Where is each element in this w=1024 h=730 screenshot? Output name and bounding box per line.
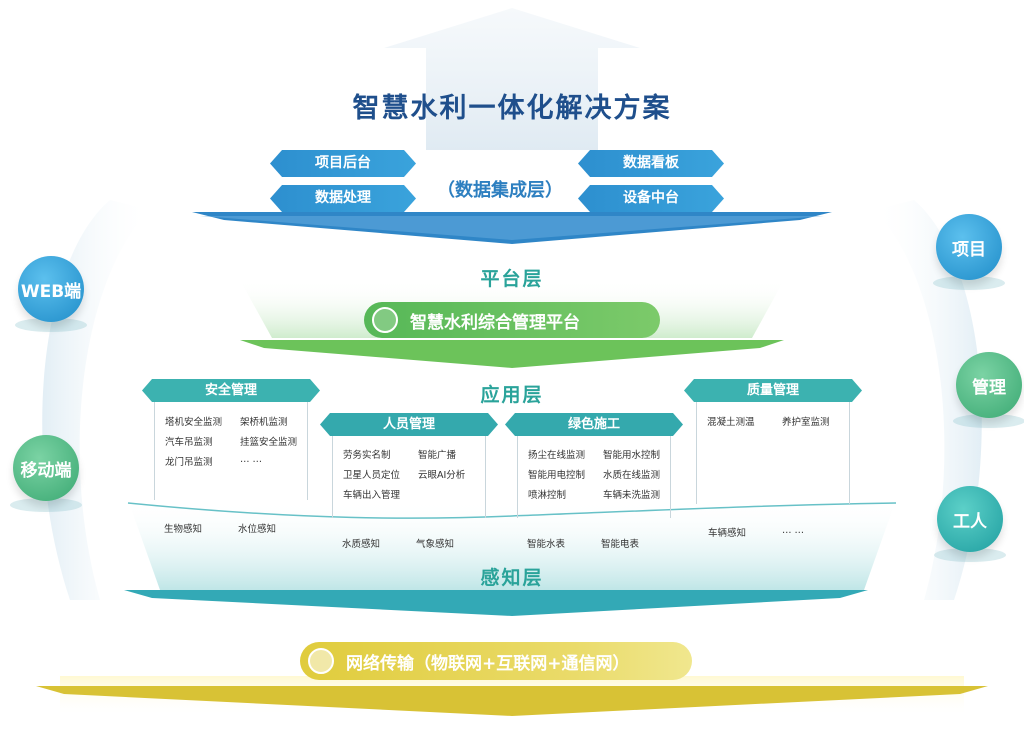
module-personnel-sensing: 水质感知 气象感知	[342, 536, 482, 550]
tag-device-platform: 设备中台	[578, 185, 724, 212]
tag-data-processing: 数据处理	[270, 185, 416, 212]
module-safety-sensing: 生物感知 水位感知	[164, 521, 304, 535]
list-item: 扬尘在线监测	[528, 450, 586, 461]
list-item: 水质在线监测	[603, 470, 661, 481]
module-quality-sensing: 车辆感知 … …	[708, 525, 848, 539]
platform-layer-label: 平台层	[480, 268, 544, 290]
list-item: 劳务实名制	[343, 450, 391, 461]
shadow	[15, 318, 87, 332]
list-item: 喷淋控制	[528, 490, 567, 501]
user-management: 管理	[956, 352, 1022, 418]
list-item: 龙门吊监测	[165, 457, 213, 468]
list-item: 塔机安全监测	[165, 417, 223, 428]
circle-icon	[308, 648, 334, 674]
module-safety-header: 安全管理	[142, 379, 320, 402]
up-arrow-shape	[384, 8, 640, 150]
list-item: 车辆未洗监测	[603, 490, 661, 501]
platform-layer-band	[240, 340, 784, 368]
page-title: 智慧水利一体化解决方案	[352, 93, 672, 124]
module-green: 扬尘在线监测 智能用水控制 智能用电控制 水质在线监测 喷淋控制 车辆未洗监测	[517, 436, 671, 518]
network-pill-label: 网络传输（物联网+互联网+通信网）	[346, 653, 630, 674]
shadow	[10, 498, 82, 512]
list-item: 挂篮安全监测	[240, 437, 298, 448]
list-item: 云眼AI分析	[418, 470, 466, 481]
network-pill: 网络传输（物联网+互联网+通信网）	[300, 642, 692, 680]
data-layer-label: （数据集成层）	[437, 180, 563, 201]
module-personnel-header: 人员管理	[320, 413, 498, 436]
shadow	[933, 276, 1005, 290]
sensing-item: 水位感知	[238, 524, 277, 535]
list-item: 卫星人员定位	[343, 470, 401, 481]
module-green-header: 绿色施工	[505, 413, 683, 436]
module-safety: 塔机安全监测 架桥机监测 汽车吊监测 挂篮安全监测 龙门吊监测 … …	[154, 402, 308, 500]
sensing-item: 车辆感知	[708, 528, 747, 539]
list-item: 智能用电控制	[528, 470, 586, 481]
module-quality: 混凝土测温 养护室监测	[696, 402, 850, 504]
list-item: 架桥机监测	[240, 417, 288, 428]
sensing-layer-band	[124, 590, 868, 616]
sensing-item: 水质感知	[342, 539, 381, 550]
client-mobile: 移动端	[13, 435, 79, 501]
shadow	[953, 414, 1024, 428]
module-green-sensing: 智能水表 智能电表	[527, 536, 667, 550]
platform-pill-label: 智慧水利综合管理平台	[410, 312, 580, 333]
user-project: 项目	[936, 214, 1002, 280]
list-item: 汽车吊监测	[165, 437, 213, 448]
list-item: 混凝土测温	[707, 417, 755, 428]
sensing-item: 智能水表	[527, 539, 566, 550]
sensing-item: 气象感知	[416, 539, 455, 550]
list-item: 养护室监测	[782, 417, 830, 428]
shadow	[934, 548, 1006, 562]
list-item: … …	[240, 454, 263, 465]
platform-pill: 智慧水利综合管理平台	[364, 302, 660, 338]
sensing-item: 生物感知	[164, 524, 203, 535]
tag-data-dashboard: 数据看板	[578, 150, 724, 177]
sensing-layer-label: 感知层	[480, 567, 544, 589]
application-layer-label: 应用层	[480, 384, 544, 406]
sensing-item: … …	[782, 525, 805, 536]
client-web: WEB端	[18, 256, 84, 322]
list-item: 车辆出入管理	[343, 490, 401, 501]
circle-icon	[372, 307, 398, 333]
network-layer-band	[36, 686, 988, 716]
sensing-item: 智能电表	[601, 539, 640, 550]
tag-project-backend: 项目后台	[270, 150, 416, 177]
list-item: 智能用水控制	[603, 450, 661, 461]
module-personnel: 劳务实名制 智能广播 卫星人员定位 云眼AI分析 车辆出入管理	[332, 436, 486, 518]
list-item: 智能广播	[418, 450, 457, 461]
module-quality-header: 质量管理	[684, 379, 862, 402]
user-worker: 工人	[937, 486, 1003, 552]
